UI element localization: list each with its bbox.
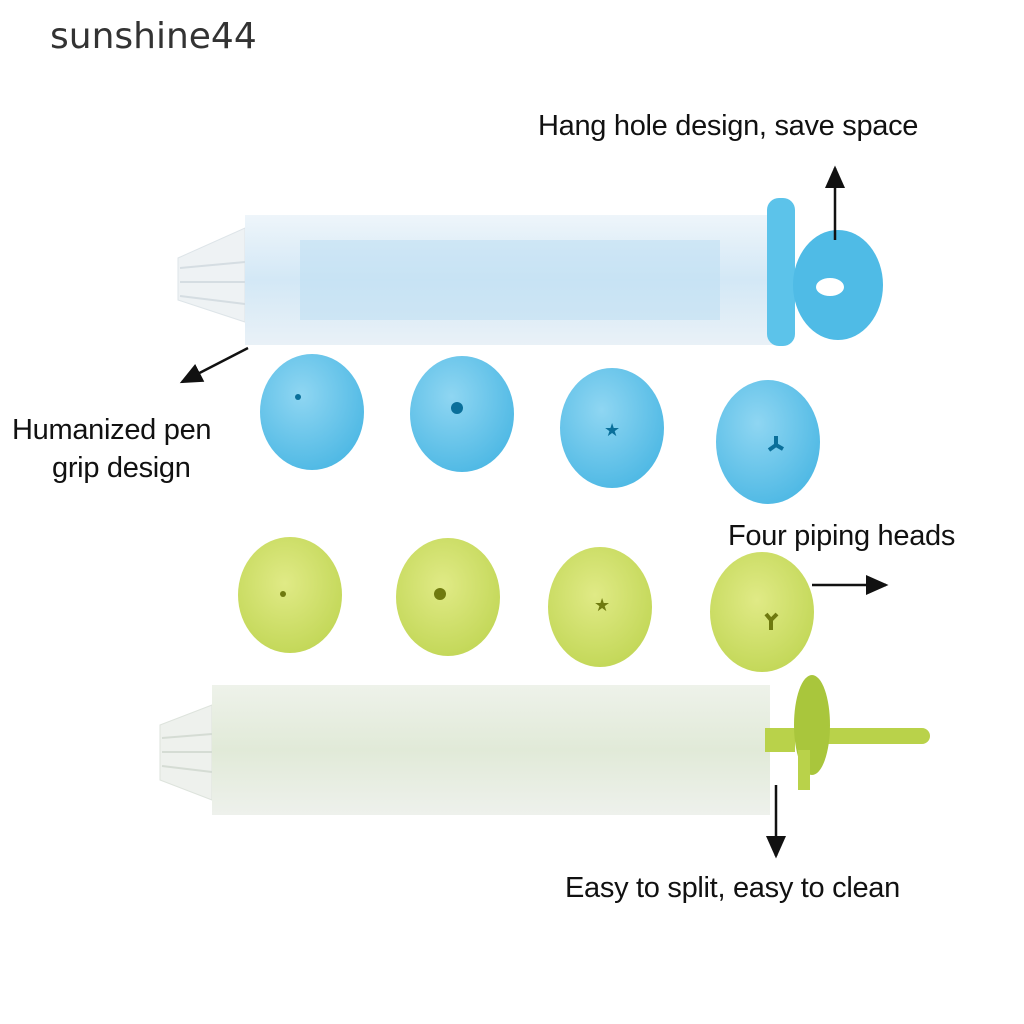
split-clean-label: Easy to split, easy to clean xyxy=(565,872,900,904)
piping-head xyxy=(238,537,342,653)
watermark: sunshine44 xyxy=(50,16,257,57)
blue-pen xyxy=(177,198,883,346)
piping-head xyxy=(716,380,820,504)
piping-heads-label: Four piping heads xyxy=(728,520,956,552)
piping-head xyxy=(410,356,514,472)
piping-head xyxy=(260,354,364,470)
arrow-down-left-icon xyxy=(179,346,249,384)
svg-text:★: ★ xyxy=(594,595,610,615)
piping-head xyxy=(710,552,814,672)
green-piping-heads: ★ xyxy=(238,537,814,672)
piping-head xyxy=(560,368,664,488)
green-pen xyxy=(159,675,930,815)
piping-head xyxy=(548,547,652,667)
svg-text:★: ★ xyxy=(604,420,620,440)
piping-head xyxy=(396,538,500,656)
hang-hole-label: Hang hole design, save space xyxy=(538,110,919,142)
pen-grip-label-line2: grip design xyxy=(52,452,191,484)
blue-piping-heads: ★ xyxy=(260,354,820,504)
pen-grip-label-line1: Humanized pen xyxy=(12,414,212,446)
